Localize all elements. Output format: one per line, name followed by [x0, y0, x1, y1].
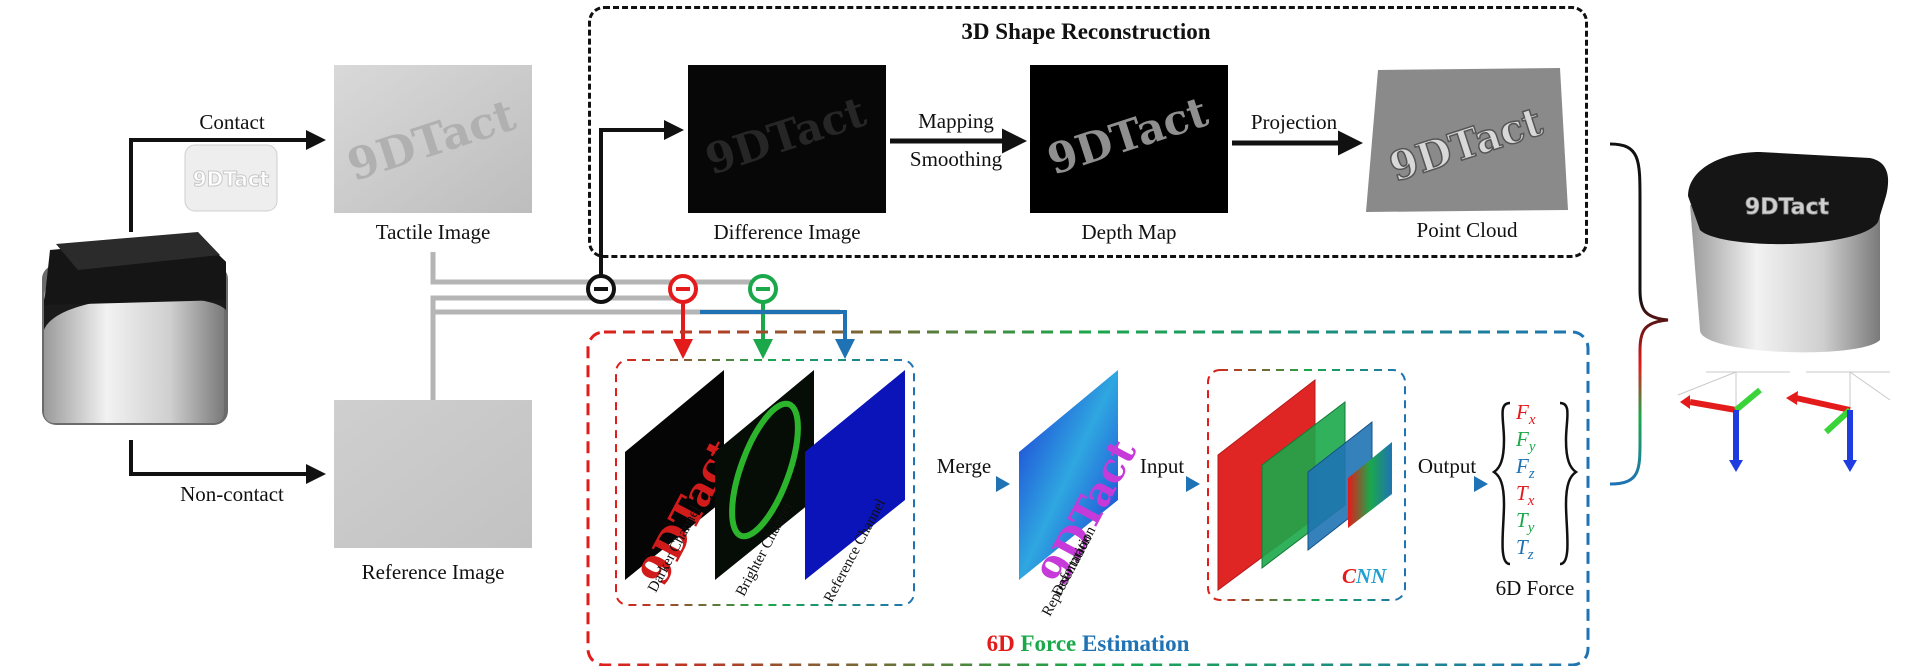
force-estimation-title: 6D Force Estimation [987, 632, 1190, 655]
merge-label: Merge [936, 454, 992, 478]
depth-map-image: 9DTact [1030, 65, 1228, 213]
axes-icon-left [1677, 371, 1790, 472]
tactile-image: 9DTact [334, 65, 532, 213]
force-components: Fx Fy Fz Tx Ty Tz [1516, 402, 1564, 564]
reference-image [334, 400, 532, 548]
cnn-layers [1217, 378, 1392, 591]
reference-channel-arrow [700, 310, 855, 359]
reference-channel-image [805, 370, 905, 580]
non-contact-arrow [129, 440, 326, 484]
projection-label: Projection [1250, 110, 1338, 134]
sensor-photo-right: 9DTact [1688, 152, 1889, 353]
force-title-force: Force [1020, 631, 1077, 656]
input-label: Input [1139, 454, 1185, 478]
torque-ty: Ty [1516, 508, 1535, 537]
shape-reconstruction-title: 3D Shape Reconstruction [961, 19, 1211, 44]
reference-image-label: Reference Image [361, 560, 505, 584]
cnn-label: CNN [1342, 566, 1386, 587]
sensor-photo-left [42, 232, 228, 425]
cnn-box [1207, 369, 1406, 601]
sensor-photo-right-lettering: 9DTact [1745, 195, 1830, 220]
force-estimation-box [586, 330, 1590, 666]
result-brace [1609, 142, 1669, 486]
non-contact-label: Non-contact [180, 482, 284, 506]
depth-map-label: Depth Map [1081, 220, 1177, 244]
six-d-force-label: 6D Force [1495, 576, 1575, 600]
point-cloud-label: Point Cloud [1416, 218, 1518, 242]
force-fx: Fx [1516, 400, 1536, 429]
contact-arrow [129, 130, 326, 232]
stamp-piece: 9DTact [184, 144, 278, 212]
torque-tz: Tz [1516, 535, 1534, 564]
force-title-6d: 6D [986, 631, 1015, 656]
output-label: Output [1417, 454, 1477, 478]
point-cloud-image: 9DTact [1366, 68, 1568, 212]
force-vector-braces [1491, 401, 1579, 566]
cnn-label-c: C [1342, 564, 1357, 588]
difference-image: 9DTact [688, 65, 886, 213]
tactile-image-label: Tactile Image [375, 220, 491, 244]
force-fz: Fz [1516, 454, 1535, 483]
force-title-estimation: Estimation [1082, 631, 1190, 656]
minus-node-black [586, 274, 616, 304]
difference-arrow [599, 120, 684, 276]
mapping-label: Mapping [918, 109, 994, 133]
torque-tx: Tx [1516, 481, 1535, 510]
difference-image-label: Difference Image [713, 220, 861, 244]
brighter-channel-image [715, 370, 814, 580]
force-fy: Fy [1516, 427, 1536, 456]
contact-label: Contact [199, 110, 265, 134]
gray-wiring [430, 252, 840, 400]
stamp-piece-lettering: 9DTact [193, 167, 270, 191]
minus-node-red [668, 274, 698, 304]
axes-icon-right [1786, 371, 1891, 472]
shape-reconstruction-box [588, 6, 1588, 258]
smoothing-label: Smoothing [909, 147, 1003, 171]
minus-node-green [748, 274, 778, 304]
cnn-label-nn: NN [1356, 564, 1387, 588]
